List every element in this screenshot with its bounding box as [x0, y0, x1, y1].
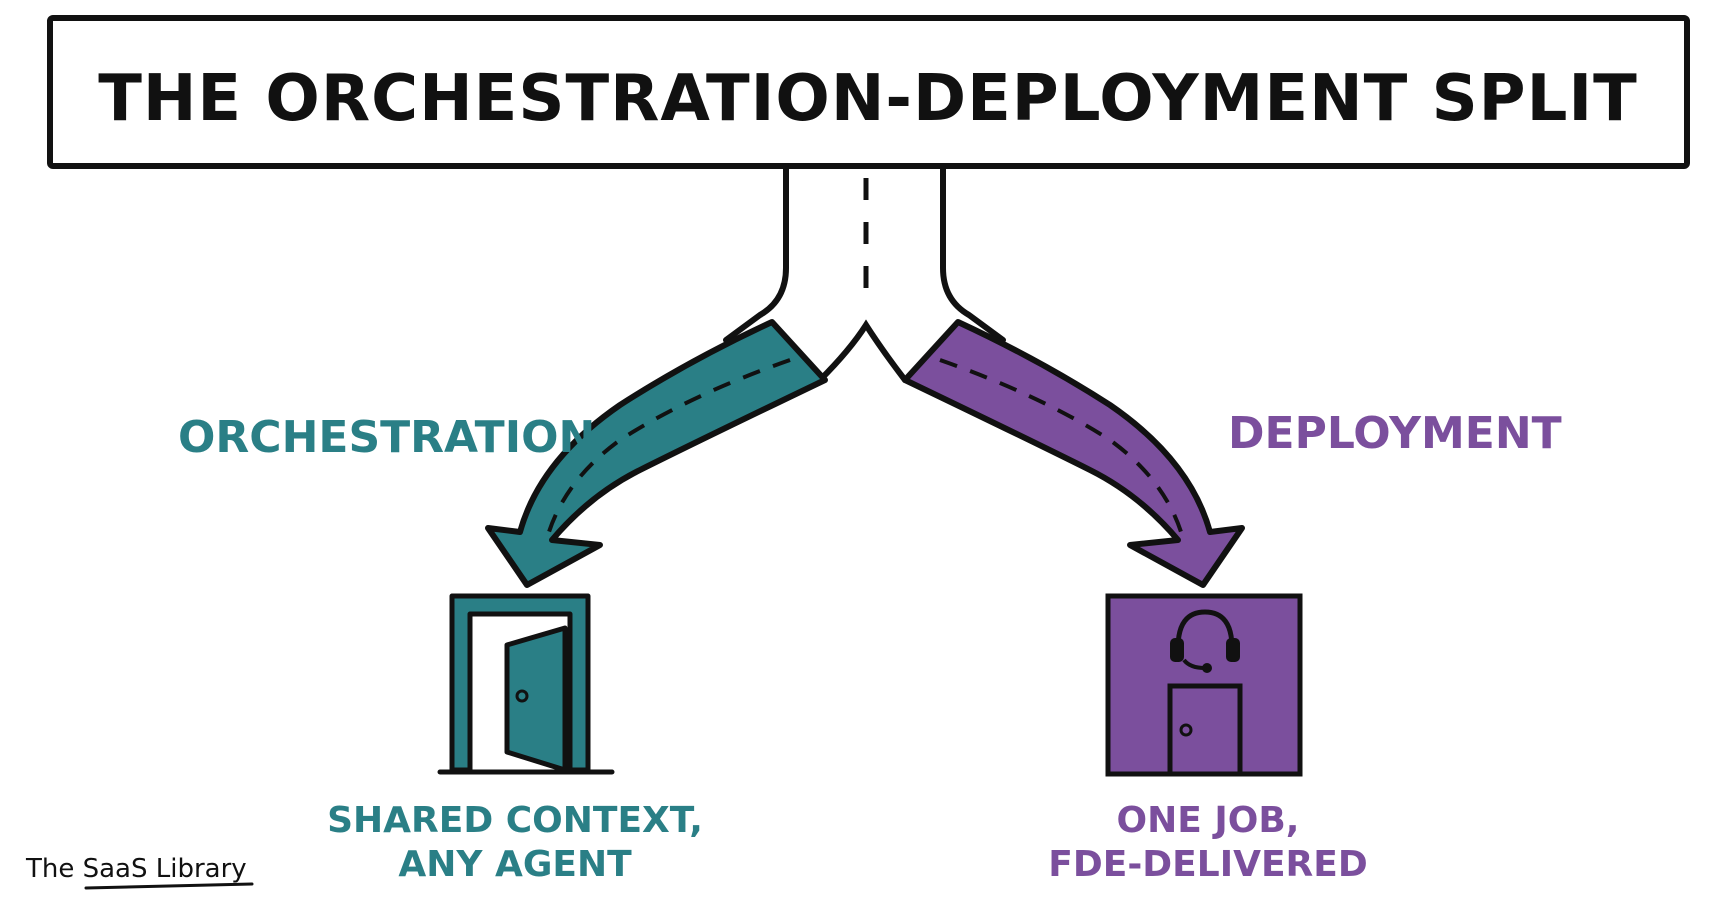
headset-band	[1175, 609, 1235, 649]
orchestration-arrow-dashes	[546, 358, 791, 536]
room-door	[1167, 683, 1243, 774]
road-stem-left-edge	[723, 163, 789, 343]
open-door-icon	[437, 593, 615, 775]
headset-right-ear	[1226, 638, 1240, 662]
diagram-title: THE ORCHESTRATION-DEPLOYMENT SPLIT	[98, 62, 1638, 136]
road-stem	[723, 163, 1006, 383]
title-box	[47, 15, 1690, 169]
orchestration-label: ORCHESTRATION	[178, 412, 595, 463]
orchestration-caption-line1: SHARED CONTEXT,	[327, 800, 703, 841]
deployment-caption-line2: FDE-DELIVERED	[1048, 844, 1367, 885]
brand-underline	[84, 882, 254, 890]
deployment-caption-line1: ONE JOB,	[1117, 800, 1300, 841]
orchestration-caption-line2: ANY AGENT	[398, 844, 632, 885]
road-fork-point	[817, 319, 908, 383]
deployment-arrow	[902, 319, 1245, 588]
brand-mark: The SaaS Library	[25, 854, 254, 890]
orchestration-arrow	[485, 319, 828, 588]
headset-room-icon	[1105, 593, 1303, 777]
deployment-label: DEPLOYMENT	[1228, 408, 1562, 459]
road-stem-right-edge	[940, 163, 1006, 343]
orchestration-arrow-body	[485, 319, 828, 588]
brand-text: The SaaS Library	[25, 854, 247, 884]
door-knob	[515, 689, 529, 703]
headset-icon	[1170, 609, 1240, 673]
title-banner: THE ORCHESTRATION-DEPLOYMENT SPLIT	[47, 15, 1690, 169]
door-panel	[504, 625, 568, 773]
headset-left-ear	[1170, 638, 1184, 662]
deployment-arrow-body	[902, 319, 1245, 588]
room-door-knob	[1179, 723, 1193, 737]
deployment-arrow-dashes	[939, 358, 1184, 536]
headset-mic	[1202, 663, 1212, 673]
